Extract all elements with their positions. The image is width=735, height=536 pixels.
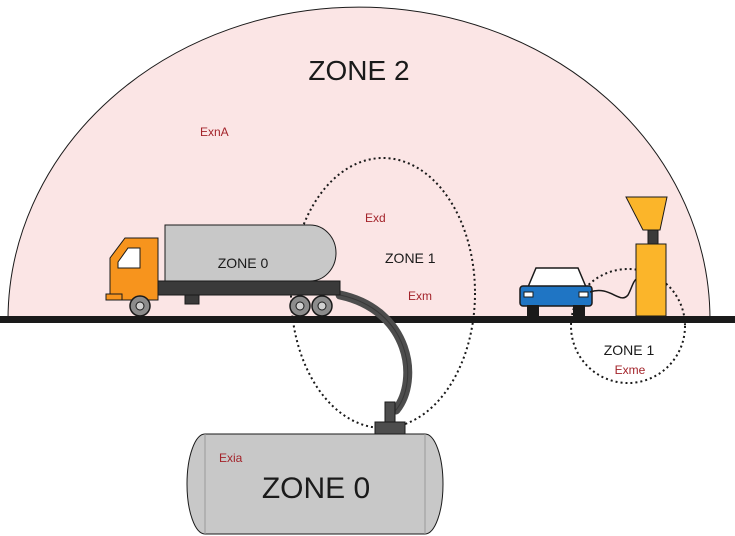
exme-label: Exme: [615, 363, 646, 377]
truck-cab: [109, 237, 159, 301]
truck-bumper: [105, 293, 123, 301]
car-roof: [526, 267, 588, 288]
car-wheel-left: [527, 305, 539, 316]
truck-wheel-front: [129, 295, 151, 317]
zone0-truck-label: ZONE 0: [218, 255, 269, 271]
pump-hose: [589, 277, 639, 299]
transfer-hose-outline: [339, 294, 409, 411]
zone1-main-boundary: [290, 157, 476, 429]
exna-label: ExnA: [200, 125, 229, 139]
truck-wheel-rear-2: [311, 295, 333, 317]
tank-fill-flange: [374, 421, 406, 435]
car: [519, 267, 593, 316]
exd-label: Exd: [365, 211, 386, 225]
zone1-pump-label: ZONE 1: [604, 342, 655, 358]
zone1-pump-boundary: [570, 268, 686, 384]
pump-body: [635, 243, 667, 317]
tanker-truck: [105, 224, 341, 317]
zone2-label: ZONE 2: [308, 55, 409, 86]
zone0-tank-label: ZONE 0: [262, 472, 370, 505]
zone1-main-label: ZONE 1: [385, 250, 436, 266]
truck-tank: [164, 224, 337, 282]
ground-line: [0, 316, 735, 323]
fuel-pump: [625, 196, 668, 317]
underground-tank: [186, 401, 444, 535]
pump-neck: [647, 229, 659, 245]
car-wheel-right: [573, 305, 585, 316]
pump-sign: [625, 196, 668, 231]
tank-fill-valve: [384, 401, 396, 423]
truck-cab-window: [117, 247, 141, 269]
truck-underbox: [184, 294, 200, 305]
exia-label: Exia: [219, 451, 243, 465]
car-light-right: [578, 291, 589, 298]
car-body: [519, 285, 593, 307]
exm-label: Exm: [408, 289, 432, 303]
truck-wheel-rear-1: [289, 295, 311, 317]
car-light-left: [523, 291, 534, 298]
